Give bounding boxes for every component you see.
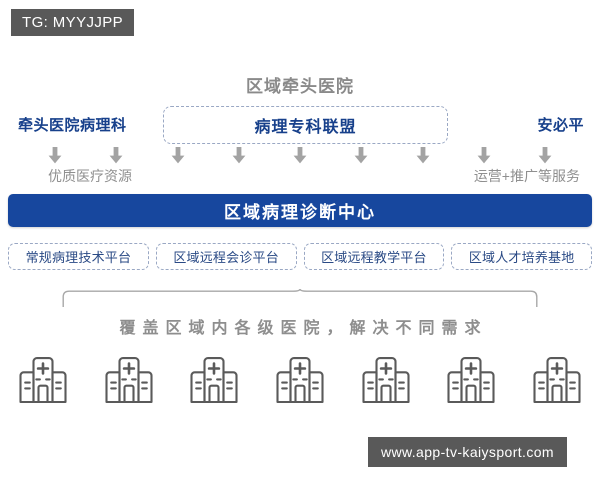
partner-row: 牵头医院病理科 病理专科联盟 安必平 bbox=[10, 106, 590, 144]
hospital-icon bbox=[533, 357, 581, 404]
platform-box[interactable]: 区域远程会诊平台 bbox=[155, 243, 297, 270]
bottom-watermark: www.app-tv-kaiysport.com bbox=[368, 437, 567, 467]
platform-label: 区域远程会诊平台 bbox=[173, 250, 279, 265]
platform-box[interactable]: 区域远程教学平台 bbox=[303, 243, 445, 270]
hospital-icon bbox=[276, 357, 324, 404]
arrow-down-icon bbox=[354, 147, 368, 164]
center-banner-label: 区域病理诊断中心 bbox=[224, 203, 376, 222]
arrow-down-icon bbox=[416, 147, 429, 164]
arrow-down-icon bbox=[477, 147, 491, 164]
hospital-icon bbox=[447, 357, 495, 404]
hospital-icon bbox=[362, 357, 410, 404]
arrow-down-icon bbox=[109, 147, 123, 164]
page-title: 区域牵头医院 bbox=[246, 77, 354, 96]
arrow-down-icon bbox=[171, 147, 184, 164]
platform-box[interactable]: 常规病理技术平台 bbox=[8, 243, 149, 270]
bottom-watermark-text: www.app-tv-kaiysport.com bbox=[381, 444, 554, 460]
left-partner-label: 牵头医院病理科 bbox=[18, 116, 127, 134]
hospital-icon bbox=[19, 357, 67, 404]
platform-label: 常规病理技术平台 bbox=[25, 250, 132, 265]
platform-label: 区域远程教学平台 bbox=[321, 250, 427, 265]
alliance-box: 病理专科联盟 bbox=[163, 106, 448, 144]
hospital-icon-row bbox=[14, 349, 586, 407]
hospital-icon bbox=[105, 357, 153, 404]
bracket-icon bbox=[62, 288, 538, 308]
alliance-label: 病理专科联盟 bbox=[254, 119, 357, 136]
right-partner-label: 安必平 bbox=[537, 116, 584, 134]
right-flow-caption: 运营+推广等服务 bbox=[473, 168, 580, 184]
top-watermark: TG: MYYJJPP bbox=[11, 9, 135, 36]
arrow-down-icon bbox=[232, 147, 246, 164]
center-banner: 区域病理诊断中心 bbox=[8, 194, 592, 227]
arrow-row bbox=[48, 147, 552, 165]
platform-box[interactable]: 区域人才培养基地 bbox=[451, 243, 592, 270]
platform-label: 区域人才培养基地 bbox=[468, 250, 575, 265]
top-watermark-text: TG: MYYJJPP bbox=[22, 14, 124, 31]
platform-list: 常规病理技术平台 区域远程会诊平台 区域远程教学平台 区域人才培养基地 bbox=[8, 243, 592, 270]
bracket bbox=[62, 288, 538, 308]
left-flow-caption: 优质医疗资源 bbox=[48, 168, 132, 184]
arrow-down-icon bbox=[538, 147, 552, 164]
hospital-icon bbox=[190, 357, 238, 404]
arrow-down-icon bbox=[48, 147, 62, 164]
arrow-down-icon bbox=[293, 147, 307, 164]
flow-captions: 优质医疗资源 运营+推广等服务 bbox=[10, 166, 590, 188]
tagline: 覆盖区域内各级医院，解决不同需求 bbox=[119, 320, 488, 337]
